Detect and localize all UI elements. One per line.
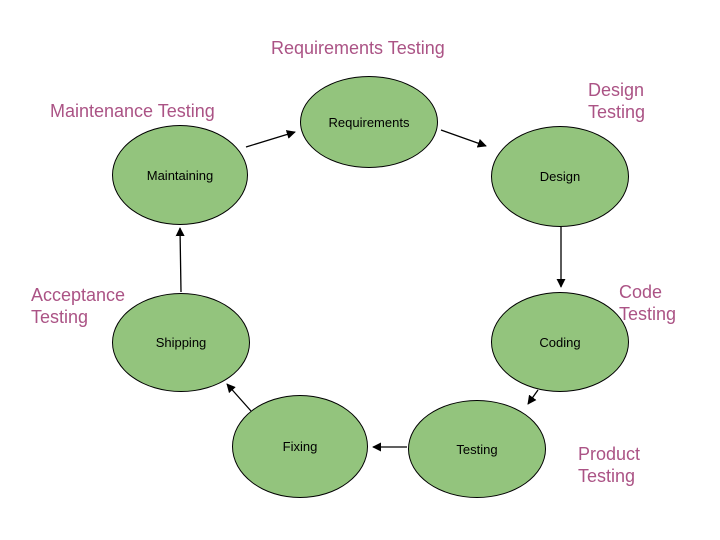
- node-design: Design: [491, 126, 629, 227]
- node-design-label: Design: [539, 169, 581, 184]
- node-testing: Testing: [408, 400, 546, 498]
- node-fixing-label: Fixing: [282, 439, 318, 454]
- node-maintaining-label: Maintaining: [146, 167, 214, 183]
- arrow-maintaining-to-requirements: [245, 130, 296, 148]
- arrow-shipping-to-maintaining: [175, 227, 185, 293]
- node-requirements-label: Requirements: [328, 114, 410, 130]
- node-coding-label: Coding: [539, 334, 581, 350]
- label-acceptance-testing: Acceptance Testing: [31, 285, 126, 327]
- label-design-testing: Design Testing: [588, 80, 646, 122]
- node-shipping: Shipping: [112, 293, 250, 392]
- label-requirements-testing: Requirements Testing: [271, 38, 445, 58]
- node-coding: Coding: [491, 292, 629, 392]
- label-code-testing: Code Testing: [619, 282, 677, 324]
- node-shipping-label: Shipping: [155, 335, 207, 350]
- arrow-coding-to-testing: [527, 389, 539, 405]
- arrow-requirements-to-design: [440, 129, 487, 148]
- label-product-testing: Product Testing: [578, 444, 641, 486]
- node-maintaining: Maintaining: [112, 125, 248, 225]
- label-maintenance-testing: Maintenance Testing: [50, 101, 215, 121]
- node-requirements: Requirements: [300, 76, 438, 168]
- node-fixing: Fixing: [232, 395, 368, 498]
- node-testing-label: Testing: [456, 441, 498, 457]
- arrow-fixing-to-shipping: [226, 383, 252, 412]
